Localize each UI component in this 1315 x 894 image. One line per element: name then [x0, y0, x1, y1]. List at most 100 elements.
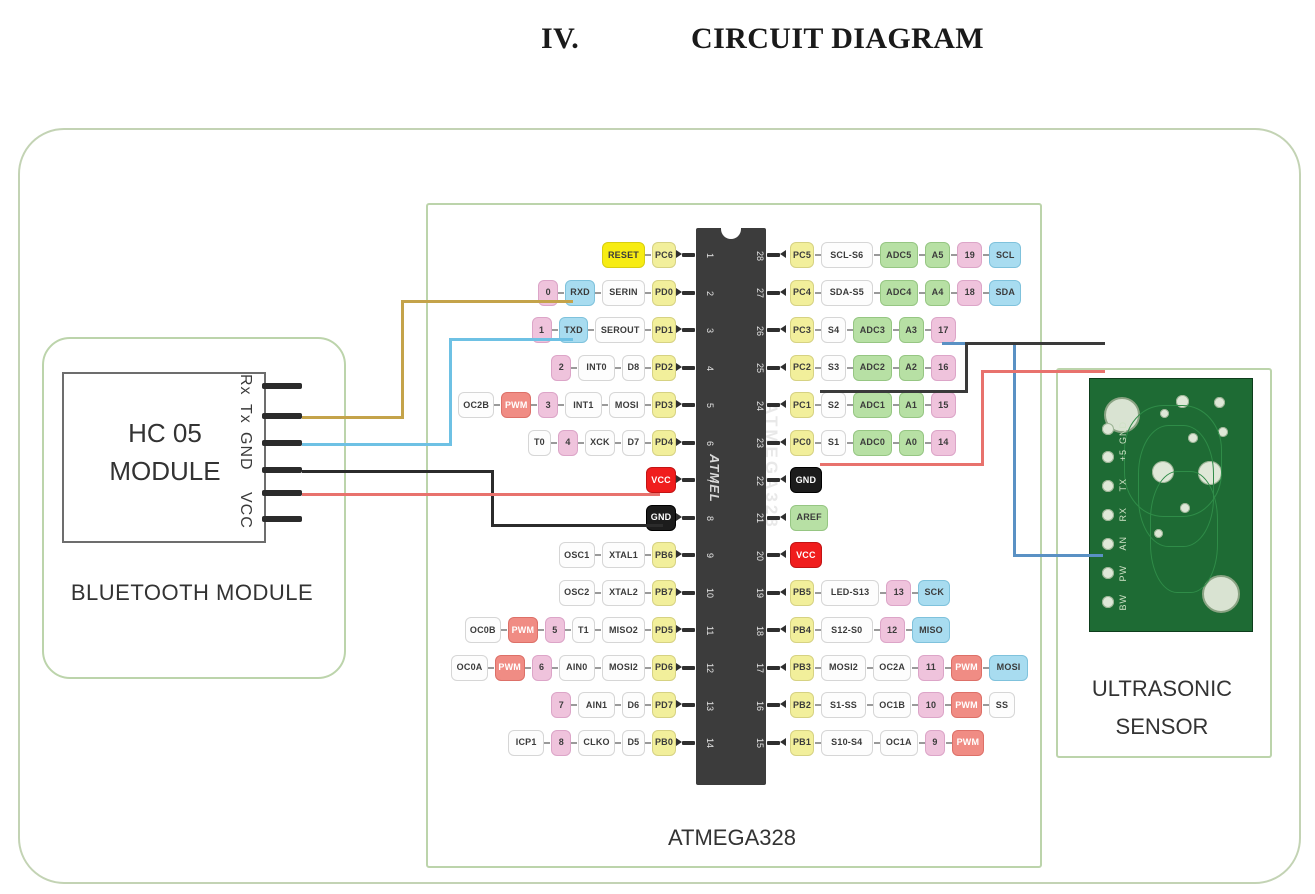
pin-arrow-right-20 [780, 550, 786, 558]
pin-leg-right-15 [767, 740, 780, 745]
chip-notch [721, 228, 741, 239]
pin-arrow-left-1 [676, 250, 682, 258]
pin-dash-l-6-2 [578, 441, 584, 444]
wire-bt-rx-h1 [302, 443, 452, 446]
pin-arrow-right-26 [780, 325, 786, 333]
pin-dash-r-16-1 [912, 704, 919, 706]
pin-dash-r-19 [815, 591, 821, 594]
pin-arrow-left-5 [676, 400, 682, 408]
pin-label-left-5-oc2b: OC2B [458, 392, 495, 418]
pin-number-18: 18 [755, 625, 765, 636]
chip-name-label: ATMEGA328 [762, 402, 781, 530]
pin-label-left-2-rxd: RXD [565, 279, 595, 306]
pin-port-PC2: PC2 [790, 354, 814, 381]
pin-number-8: 8 [705, 515, 715, 521]
pin-dash-l-6-3 [614, 441, 621, 444]
pin-leg-right-25 [767, 365, 780, 370]
bt-pin-label-rx: Rx [237, 374, 254, 396]
pin-arrow-right-17 [780, 662, 786, 671]
pin-label-right-26-a3: A3 [898, 317, 924, 343]
pin-label-right-23-adc0: ADC0 [853, 429, 892, 456]
pin-label-right-27-sda: SDA [989, 279, 1022, 306]
pin-port-PC5: PC5 [790, 242, 814, 268]
pin-port-PD0: PD0 [652, 279, 676, 306]
pin-label-right-17-pwm: PWM [950, 654, 983, 681]
pin-dash-l-1 [645, 254, 651, 256]
pin-label-left-9-osc1: OSC1 [558, 542, 595, 568]
pin-number-15: 15 [755, 738, 765, 749]
pin-port-PB1: PB1 [790, 729, 814, 756]
pin-number-21: 21 [755, 513, 765, 524]
pin-arrow-left-9 [676, 550, 682, 558]
wire-bt-tx-h2 [401, 300, 573, 303]
pin-label-left-5-int1: INT1 [565, 392, 602, 418]
pin-dash-r-28 [815, 254, 821, 256]
pin-number-26: 26 [755, 325, 765, 336]
wire-us-vcc-h1 [820, 463, 984, 466]
pin-label-left-11-oc0b: OC0B [464, 617, 501, 643]
pin-dash-r-27 [815, 291, 821, 294]
pin-port-PB4: PB4 [790, 617, 814, 643]
pin-label-right-17-11: 11 [918, 654, 944, 681]
pin-port-PC4: PC4 [790, 279, 814, 306]
wire-bt-gnd-h1 [302, 470, 494, 473]
pin-leg-right-24 [767, 403, 780, 407]
pin-dash-l-13-1 [571, 704, 578, 706]
pin-port-PD1: PD1 [652, 317, 676, 343]
pin-leg-left-4 [682, 365, 695, 370]
pin-number-17: 17 [755, 663, 765, 674]
pin-number-13: 13 [705, 700, 715, 711]
pin-port-PC3: PC3 [790, 317, 814, 343]
pin-label-right-18-s12-s0: S12-S0 [821, 617, 873, 643]
pin-port-PB2: PB2 [790, 692, 814, 718]
pin-label-left-5-pwm: PWM [501, 392, 532, 418]
pin-dash-l-10-1 [595, 591, 601, 594]
pin-port-PD3: PD3 [652, 392, 676, 418]
us-hdr-pad-rx [1102, 509, 1114, 521]
pin-number-5: 5 [705, 403, 715, 409]
pin-label-right-24-adc1: ADC1 [853, 392, 892, 418]
page-title: IV.CIRCUIT DIAGRAM [0, 22, 1315, 56]
pin-dash-l-2-1 [558, 291, 565, 294]
pin-leg-right-23 [767, 440, 780, 445]
pin-dash-r-15-1 [919, 741, 925, 744]
pin-label-right-25-adc2: ADC2 [853, 354, 892, 381]
pin-number-19: 19 [755, 588, 765, 599]
wire-us-vcc-h2 [981, 370, 1105, 373]
pin-label-right-17-oc2a: OC2A [873, 654, 912, 681]
pin-label-right-23-14: 14 [930, 429, 956, 456]
pin-label-right-15-oc1a: OC1A [879, 729, 918, 756]
pin-number-3: 3 [705, 328, 715, 334]
pin-label-left-2-serin: SERIN [602, 279, 645, 306]
pin-arrow-right-27 [780, 287, 786, 296]
pin-dash-l-14-1 [544, 741, 551, 744]
pin-label-right-24-s2: S2 [821, 392, 847, 418]
pin-label-left-6-t0: T0 [527, 429, 551, 456]
pin-label-left-11-t1: T1 [571, 617, 595, 643]
bt-pin-stub-2 [262, 413, 302, 419]
bt-pin-label-vcc: VCC [237, 492, 254, 529]
pin-dash-r-25-1 [892, 366, 899, 369]
pin-label-right-22-gnd: GND [790, 467, 822, 493]
pin-dash-l-14-3 [614, 741, 621, 744]
pin-label-right-18-miso: MISO [911, 617, 951, 643]
pin-number-6: 6 [705, 440, 715, 446]
pin-label-left-14-clko: CLKO [578, 729, 615, 756]
pin-label-right-24-a1: A1 [898, 392, 924, 418]
bt-pin-label-tx: Tx [237, 404, 254, 424]
pin-label-left-5-mosi: MOSI [608, 392, 645, 418]
pin-leg-right-28 [767, 253, 780, 257]
pin-number-20: 20 [755, 550, 765, 561]
pin-dash-l-14 [645, 741, 651, 744]
pin-arrow-left-14 [676, 737, 682, 746]
pin-dash-l-6 [645, 441, 651, 444]
pin-number-22: 22 [755, 475, 765, 486]
pin-dash-r-26-1 [892, 329, 899, 331]
pin-dash-r-28-1 [919, 254, 925, 256]
pcb-pad-c [1176, 395, 1189, 408]
pin-label-left-13-ain1: AIN1 [578, 692, 615, 718]
pin-dash-l-4 [645, 366, 651, 369]
pin-leg-left-1 [682, 253, 695, 257]
pin-dash-l-12-2 [524, 666, 531, 669]
pin-label-left-3-serout: SEROUT [595, 317, 645, 343]
